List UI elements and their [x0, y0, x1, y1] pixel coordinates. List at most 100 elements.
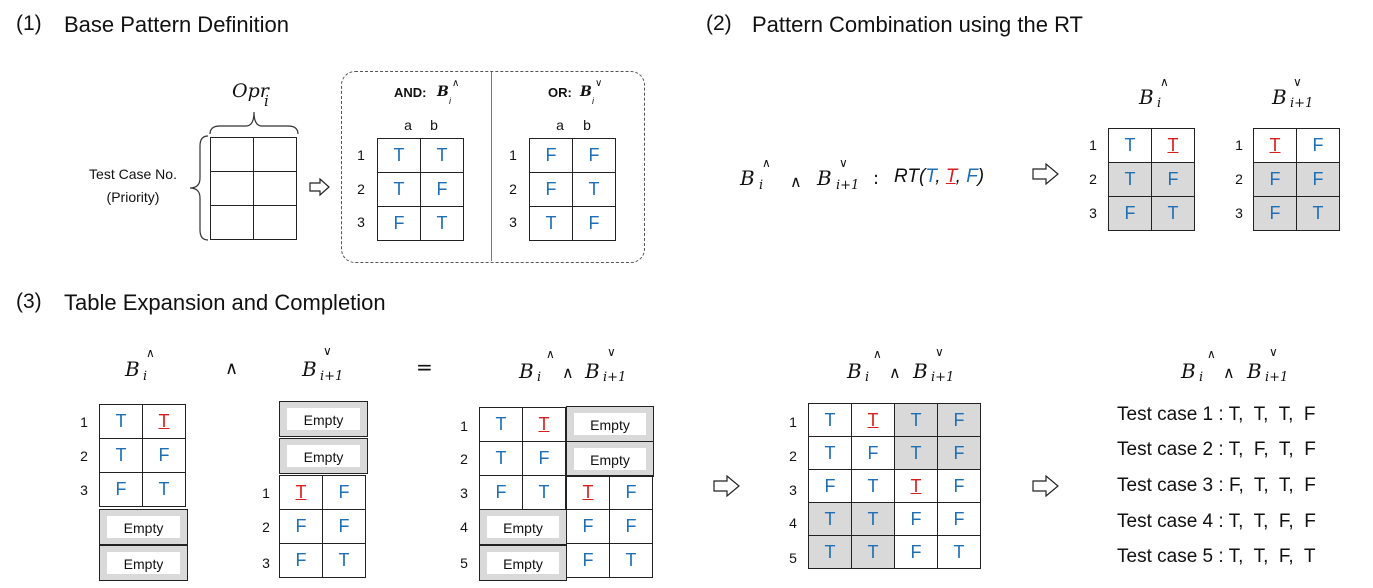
s2-right-sub: i+1 — [1290, 96, 1314, 111]
curly-brace-icon — [209, 111, 299, 135]
and-b: B — [437, 84, 449, 100]
cell: F — [1253, 162, 1297, 197]
row-num: 1 — [357, 147, 365, 163]
test-case-line: Test case 5 : T, T, F, T — [1117, 546, 1316, 567]
cell: F — [566, 509, 610, 544]
test-case-line: Test case 2 : T, F, T, F — [1117, 439, 1316, 460]
cell: T — [851, 535, 895, 569]
cell: T — [1253, 128, 1297, 163]
cell: F — [529, 138, 573, 173]
expr-and-op: ∧ — [790, 172, 802, 191]
cell: T — [522, 475, 566, 510]
s3-tc-b1: B — [1181, 359, 1196, 383]
expr-colon: : — [873, 168, 880, 189]
cell: F — [937, 502, 981, 536]
cell: F — [937, 469, 981, 503]
expr-b1-sub: i — [759, 178, 764, 193]
col-a: a — [556, 117, 564, 133]
cell: F — [894, 535, 938, 569]
s2-left-b: B — [1139, 85, 1154, 109]
cell: F — [279, 543, 323, 578]
row-num: 1 — [262, 485, 270, 501]
section-2-title: Pattern Combination using the RT — [752, 12, 1083, 37]
cell: T — [808, 436, 852, 470]
cell: T — [937, 535, 981, 569]
cell: T — [851, 403, 895, 437]
cell: T — [808, 502, 852, 536]
empty-row: Empty — [279, 438, 368, 474]
row-num: 3 — [262, 555, 270, 571]
section-3-number: (3) — [16, 290, 42, 313]
s3-left-sub: i — [143, 369, 148, 384]
s3-right-sub: i+1 — [320, 369, 344, 384]
s3-left-b: B — [125, 357, 140, 381]
row-num: 2 — [1089, 171, 1097, 187]
cell: T — [322, 543, 366, 578]
section-3-title: Table Expansion and Completion — [64, 290, 386, 315]
s3-and-op: ∧ — [225, 358, 239, 379]
test-case-line: Test case 1 : T, T, T, F — [1117, 404, 1316, 425]
cell: F — [566, 543, 610, 578]
s3-right-b: B — [302, 357, 317, 381]
cell: F — [1108, 196, 1152, 231]
cell: T — [377, 172, 421, 207]
s3-equals: = — [416, 355, 433, 379]
empty-row: Empty — [479, 545, 567, 581]
cell: T — [808, 403, 852, 437]
cell: F — [377, 206, 421, 241]
empty-row: Empty — [99, 509, 188, 545]
cell: F — [937, 403, 981, 437]
row-num: 3 — [1089, 205, 1097, 221]
cell: T — [420, 206, 464, 241]
row-num: 2 — [509, 181, 517, 197]
cell: F — [322, 509, 366, 544]
row-num: 5 — [460, 555, 468, 571]
divider — [491, 72, 492, 261]
s3-tc-b2: B — [1247, 359, 1262, 383]
s3-tc-and: ∧ — [1223, 363, 1235, 382]
and-sub: i — [449, 96, 451, 106]
cell: F — [609, 475, 653, 510]
s3-mid-b1: B — [519, 359, 534, 383]
cell: T — [572, 172, 616, 207]
row-num: 3 — [789, 482, 797, 498]
s3-mid-and: ∧ — [562, 363, 574, 382]
cell: T — [1296, 196, 1340, 231]
cell: T — [894, 436, 938, 470]
s2-right-b: B — [1272, 85, 1287, 109]
cell: F — [99, 472, 143, 507]
row-num: 1 — [1235, 137, 1243, 153]
s3-mid-b2: B — [585, 359, 600, 383]
empty-row: Empty — [99, 545, 188, 581]
row-num: 2 — [357, 181, 365, 197]
s3-fin-sup1: ∧ — [873, 347, 882, 361]
cell: F — [894, 502, 938, 536]
row-num: 4 — [460, 519, 468, 535]
test-case-label: Test Case No. — [89, 166, 177, 182]
empty-row: Empty — [566, 406, 654, 442]
s2-right-sup: ∨ — [1293, 75, 1302, 89]
empty-row: Empty — [279, 401, 368, 437]
opr-subscript: i — [264, 92, 269, 110]
cell: F — [851, 436, 895, 470]
and-sup: ∧ — [452, 78, 460, 89]
cell: F — [479, 475, 523, 510]
row-num: 2 — [789, 448, 797, 464]
row-num: 1 — [509, 147, 517, 163]
cell: F — [609, 509, 653, 544]
s3-mid-sup1: ∧ — [546, 347, 555, 361]
row-num: 3 — [357, 214, 365, 230]
s3-tc-sub1: i — [1199, 370, 1204, 385]
section-1-number: (1) — [16, 12, 42, 35]
row-num: 3 — [80, 482, 88, 498]
base-pattern-container — [341, 71, 645, 263]
cell: F — [572, 138, 616, 173]
col-b: b — [430, 117, 438, 133]
row-num: 1 — [460, 418, 468, 434]
expr-b1: B — [740, 166, 755, 190]
rt-expression: RT(T, T, F) — [894, 166, 985, 187]
s3-mid-sub1: i — [537, 370, 542, 385]
s3-tc-sup2: ∨ — [1269, 345, 1278, 359]
